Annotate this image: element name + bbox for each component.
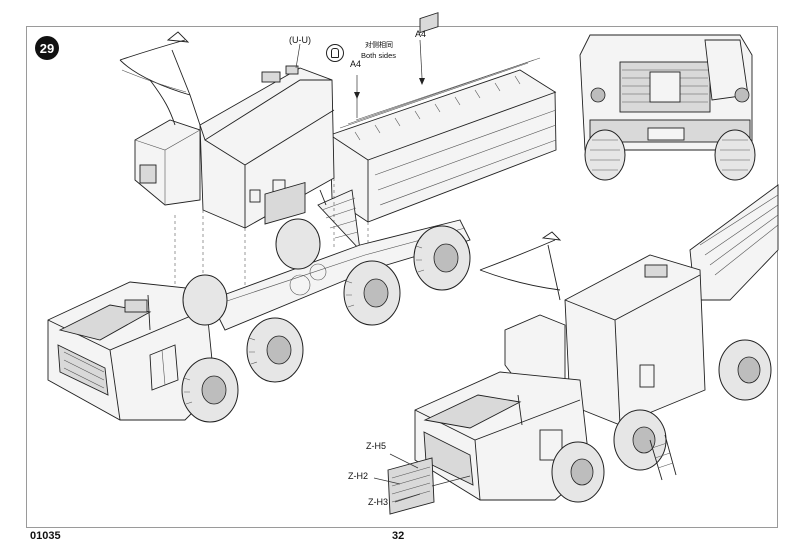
front-view-inset: [579, 34, 756, 181]
mirror-symbol-icon: [326, 44, 344, 62]
product-code: 01035: [30, 530, 61, 542]
note-chinese: 对侧相同: [365, 42, 393, 49]
page-number: 32: [392, 530, 405, 542]
part-label-z-h3: Z-H3: [368, 497, 388, 507]
assembled-view: [387, 184, 779, 515]
page-frame: [26, 26, 778, 528]
note-both-sides: Both sides: [361, 51, 397, 60]
callout-leaders: [295, 39, 471, 503]
part-label-a4-top: A4: [415, 29, 427, 39]
step-number-badge: 29: [35, 36, 59, 60]
truck-chassis-exploded: [47, 181, 471, 423]
part-label-z-h5: Z-H5: [366, 441, 386, 451]
part-label-a4-side: A4: [350, 59, 362, 69]
part-label-z-h2: Z-H2: [348, 471, 368, 481]
part-label-u: (U-U): [289, 35, 311, 45]
